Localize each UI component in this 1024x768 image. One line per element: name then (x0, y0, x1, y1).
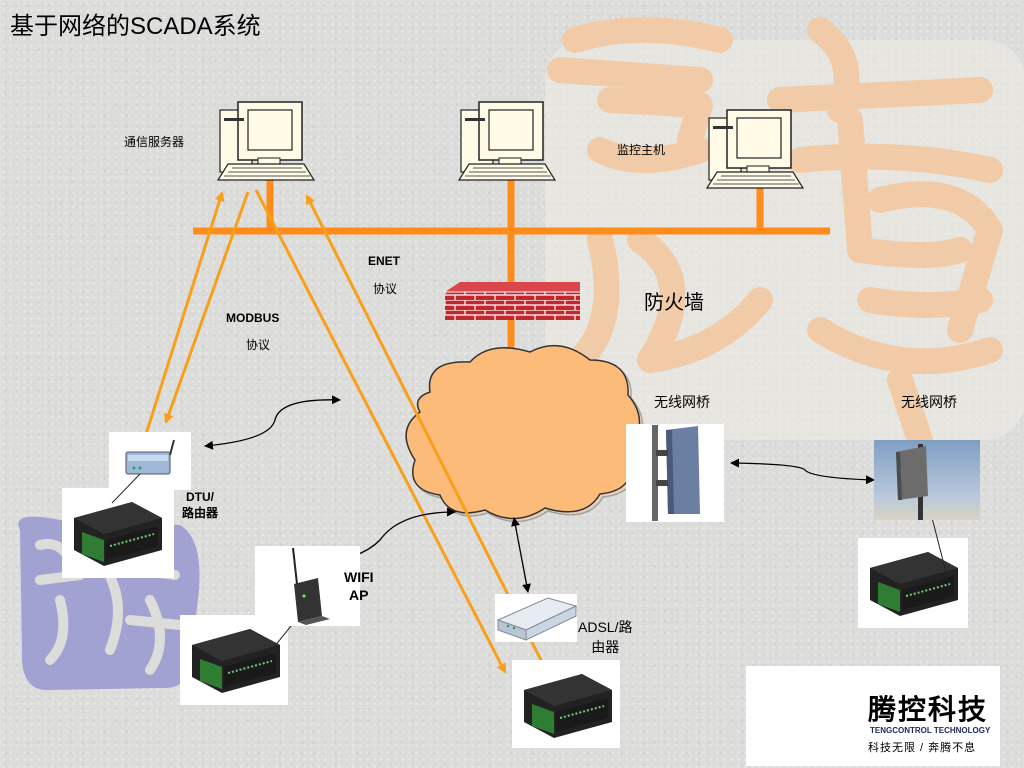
dtu-router-label: DTU/ 路由器 (182, 489, 218, 521)
firewall-label: 防火墙 (644, 292, 704, 314)
dtu-label-line1: DTU/ (186, 490, 214, 504)
monitor-host-computer-2 (705, 109, 805, 189)
dtu-router-device (109, 432, 191, 490)
plc-controller-wifi (180, 615, 288, 705)
plc-controller-adsl (512, 660, 620, 748)
company-slogan: 科技无限 / 奔腾不息 (868, 742, 977, 754)
dtu-label-line2: 路由器 (182, 506, 219, 520)
wireless-bridge-antenna-1 (626, 424, 724, 522)
internet-cloud (405, 344, 644, 523)
plc-controller-bridge (858, 538, 968, 628)
company-name: 腾控科技 (868, 694, 989, 725)
wireless-bridge-label-1: 无线网桥 (654, 394, 710, 410)
wifi-ap-device (255, 546, 360, 626)
monitor-host-computer-1 (457, 101, 557, 181)
adsl-router-device (495, 594, 578, 642)
company-logo: 腾控科技 TENGCONTROL TECHNOLOGY 科技无限 / 奔腾不息 (746, 666, 1000, 766)
wifi-label-line2: AP (349, 587, 369, 603)
slide-title: 基于网络的SCADA系统 (10, 13, 261, 40)
wireless-bridge-label-2: 无线网桥 (901, 394, 957, 410)
modbus-protocol-label: 协议 (246, 338, 271, 352)
company-english-name: TENGCONTROL TECHNOLOGY (870, 726, 991, 735)
wifi-ap-label: WIFI AP (344, 568, 374, 604)
adsl-label-line1: ADSL/路 (578, 619, 633, 635)
enet-protocol-label: 协议 (373, 282, 398, 296)
plc-controller-dtu (62, 488, 174, 578)
wireless-bridge-antenna-2 (874, 440, 980, 520)
ethernet-bus (193, 175, 830, 372)
enet-label: ENET (368, 254, 401, 268)
comm-server-computer (216, 101, 316, 181)
comm-server-label: 通信服务器 (124, 135, 185, 149)
calligraphy-watermark (545, 17, 1024, 453)
monitor-host-label: 监控主机 (617, 143, 666, 157)
adsl-router-label: ADSL/路 由器 (578, 617, 632, 657)
firewall (445, 282, 580, 320)
adsl-label-line2: 由器 (591, 639, 620, 655)
wifi-label-line1: WIFI (344, 569, 374, 585)
modbus-label: MODBUS (226, 311, 280, 325)
